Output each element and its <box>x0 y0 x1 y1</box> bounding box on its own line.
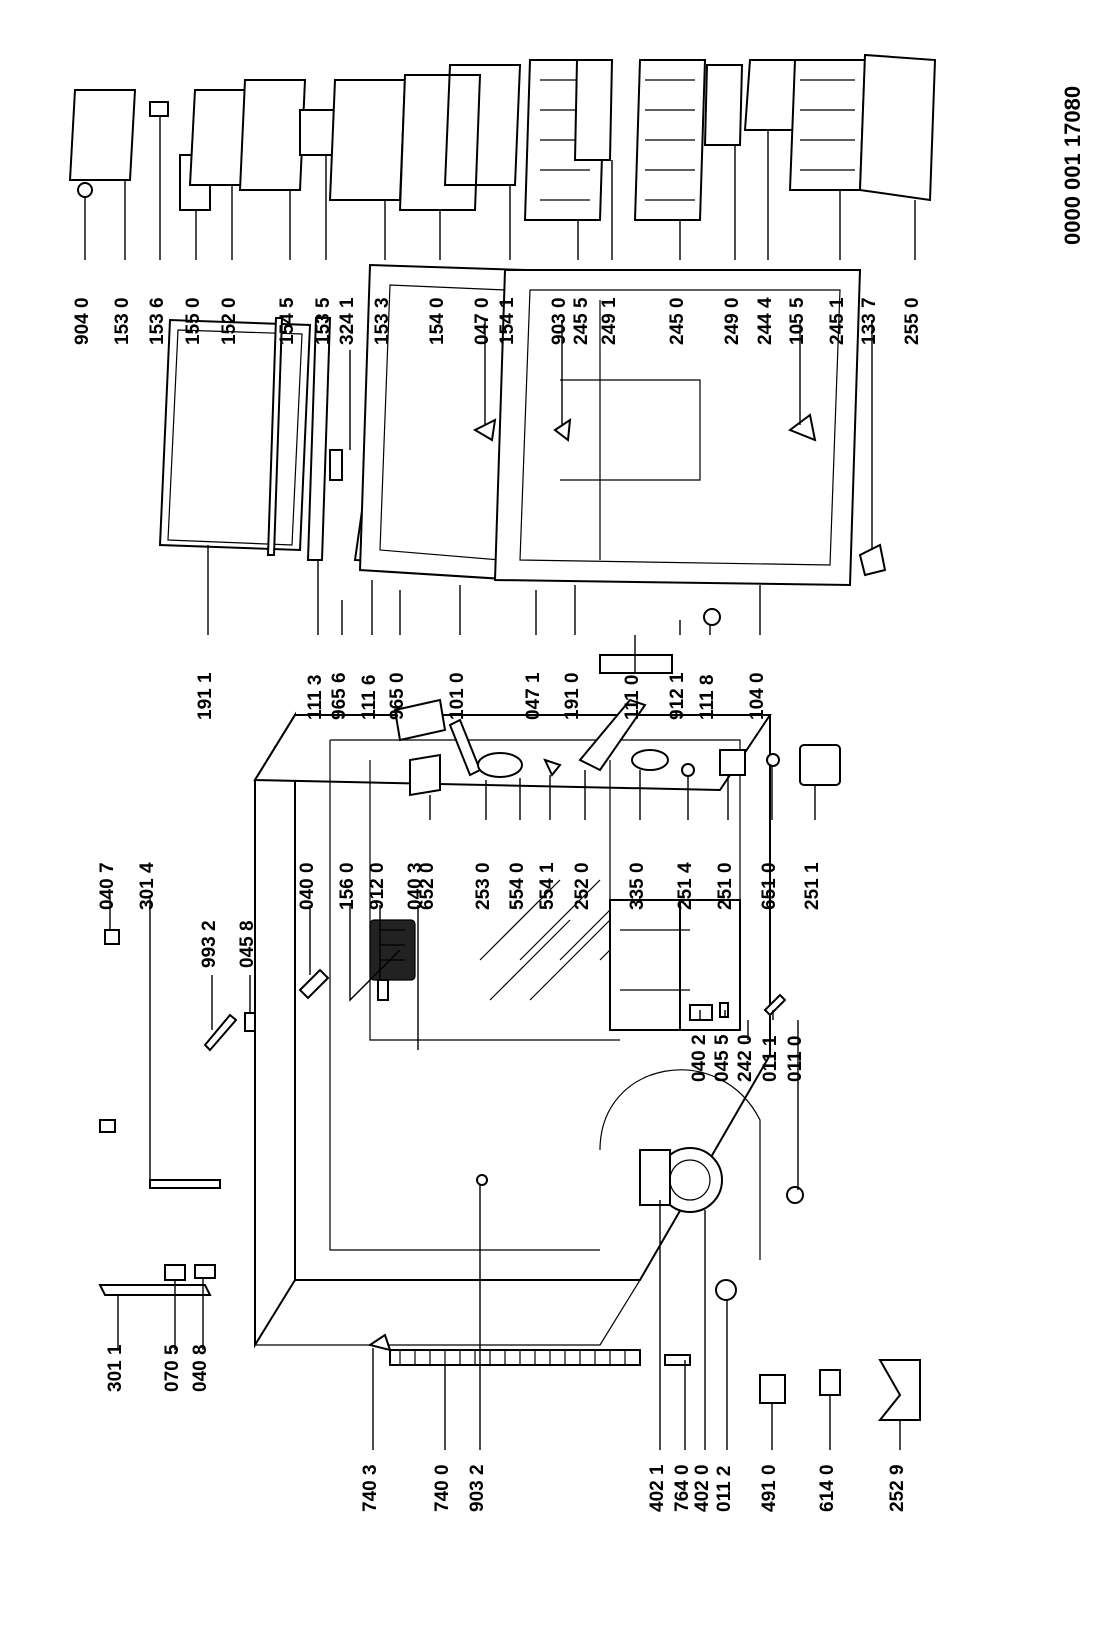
leader-lines <box>84 116 916 1450</box>
cabinet-drawing <box>253 711 772 1366</box>
top-parts-drawing <box>104 698 841 1204</box>
shelves-drawing <box>68 53 937 577</box>
doors-drawing <box>158 263 862 674</box>
left-parts-drawing <box>98 1012 921 1421</box>
